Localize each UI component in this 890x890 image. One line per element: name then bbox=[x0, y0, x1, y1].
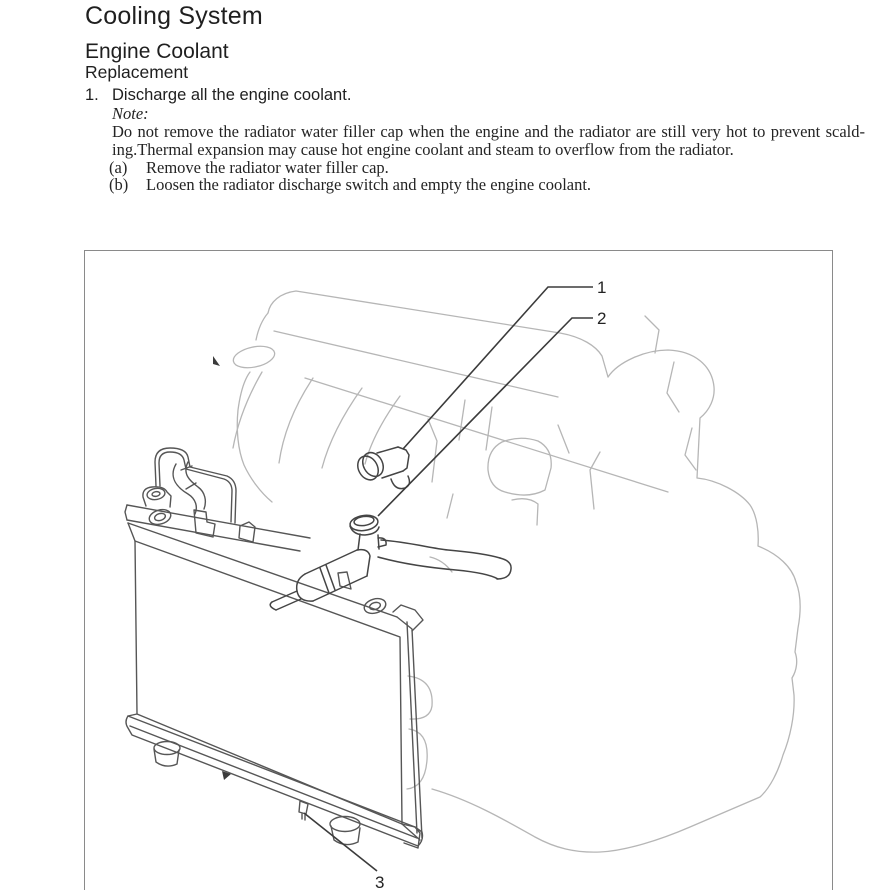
drain-plug bbox=[298, 800, 309, 815]
substep-a: (a) Remove the radiator water filler cap. bbox=[109, 158, 389, 177]
callout-label-1: 1 bbox=[597, 278, 606, 297]
step-1: 1. Discharge all the engine coolant. bbox=[85, 87, 351, 104]
leader-line-1 bbox=[402, 286, 593, 450]
radiator-drawing bbox=[124, 356, 424, 849]
callout-leaders bbox=[303, 286, 593, 872]
callout-label-2: 2 bbox=[597, 309, 606, 328]
step-text: Discharge all the engine coolant. bbox=[112, 86, 352, 104]
note-line-2: ing.Thermal expansion may cause hot engi… bbox=[112, 140, 734, 159]
subsection-title: Replacement bbox=[85, 62, 189, 82]
radiator-engine-illustration: 1 2 3 bbox=[124, 278, 801, 890]
leader-line-2 bbox=[377, 317, 593, 517]
note-line-1: Do not remove the radiator water filler … bbox=[112, 122, 865, 141]
radiator-discharge-switch bbox=[357, 446, 411, 490]
page-title: Cooling System bbox=[85, 2, 263, 30]
engine-outline bbox=[232, 290, 801, 853]
substep-a-label: (a) bbox=[109, 158, 128, 177]
callout-label-3: 3 bbox=[375, 873, 384, 890]
substep-b-label: (b) bbox=[109, 175, 129, 194]
substep-a-text: Remove the radiator water filler cap. bbox=[146, 158, 389, 177]
section-title: Engine Coolant bbox=[85, 40, 229, 63]
note-label: Note: bbox=[112, 104, 149, 123]
substep-b: (b) Loosen the radiator discharge switch … bbox=[109, 175, 592, 194]
leader-line-3 bbox=[303, 812, 378, 872]
radiator-filler-cap bbox=[349, 514, 380, 536]
substep-b-text: Loosen the radiator discharge switch and… bbox=[146, 175, 592, 194]
step-number: 1. bbox=[85, 86, 99, 104]
